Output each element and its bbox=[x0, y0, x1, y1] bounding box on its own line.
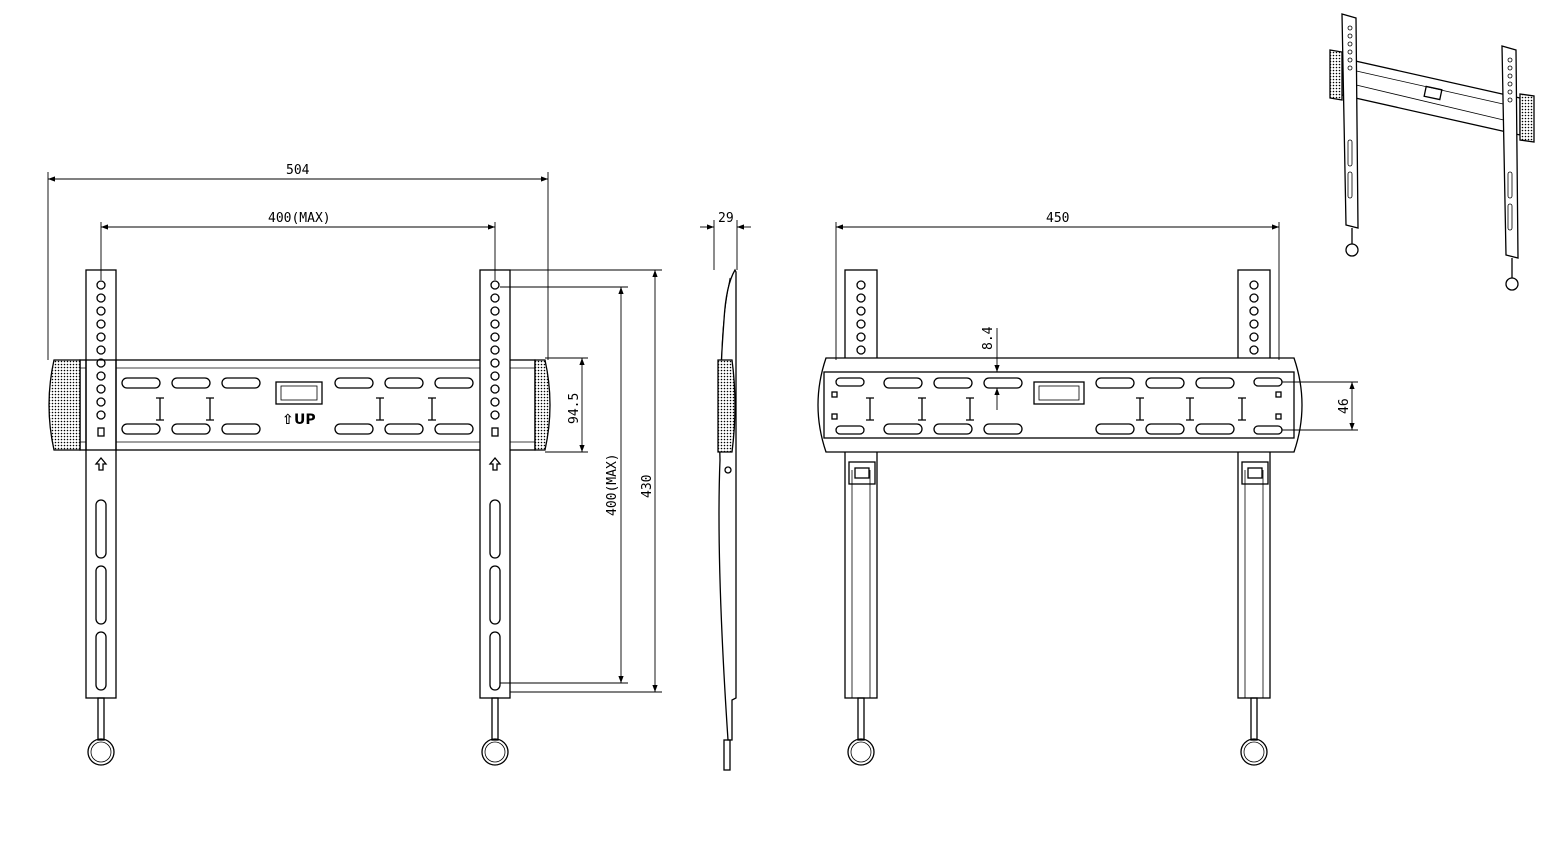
dim-8-4-label: 8.4 bbox=[981, 326, 996, 350]
dim-400-v-label: 400(MAX) bbox=[605, 453, 620, 516]
dim-slot-offset: 8.4 bbox=[981, 326, 1000, 410]
rear-view: 450 8.4 46 bbox=[817, 211, 1358, 766]
side-end-cap bbox=[717, 359, 736, 453]
dim-94-5-label: 94.5 bbox=[567, 393, 582, 424]
rear-right-rail bbox=[1237, 269, 1271, 766]
dim-vesa-vertical: 400(MAX) bbox=[500, 286, 628, 684]
rear-center-handle bbox=[1033, 381, 1085, 405]
dim-450-label: 450 bbox=[1046, 211, 1069, 226]
front-left-arm bbox=[85, 269, 117, 766]
rear-plate-slots bbox=[831, 377, 1283, 435]
front-center-handle bbox=[275, 381, 323, 405]
right-end-cap bbox=[534, 359, 551, 451]
dim-vesa-horizontal: 400(MAX) bbox=[100, 211, 496, 280]
rear-left-rail bbox=[844, 269, 878, 766]
left-end-cap bbox=[48, 359, 81, 451]
dim-plate-height: 94.5 bbox=[545, 357, 588, 453]
up-label: UP bbox=[294, 412, 316, 428]
rear-wall-plate bbox=[817, 357, 1303, 453]
front-plate-slots bbox=[121, 377, 474, 435]
dim-504-label: 504 bbox=[286, 163, 310, 178]
front-right-arm bbox=[479, 269, 511, 766]
dim-400-h-label: 400(MAX) bbox=[268, 211, 331, 226]
front-view: ⇧ UP bbox=[47, 163, 662, 766]
side-view: 29 bbox=[700, 211, 751, 771]
dim-rail-spacing: 450 bbox=[835, 211, 1280, 360]
isometric-view bbox=[1329, 13, 1535, 291]
dim-430-label: 430 bbox=[640, 475, 655, 498]
rear-right-lock bbox=[1241, 461, 1269, 485]
front-wall-plate bbox=[79, 359, 536, 451]
dim-46-label: 46 bbox=[1337, 398, 1352, 414]
dim-overall-width: 504 bbox=[47, 163, 549, 360]
dim-29-label: 29 bbox=[718, 211, 734, 226]
dim-overall-height: 430 bbox=[510, 269, 662, 693]
dim-hole-spacing: 46 bbox=[1282, 381, 1358, 431]
dim-depth: 29 bbox=[700, 211, 751, 270]
up-arrow-icon: ⇧ bbox=[282, 412, 294, 428]
rear-left-lock bbox=[848, 461, 876, 485]
